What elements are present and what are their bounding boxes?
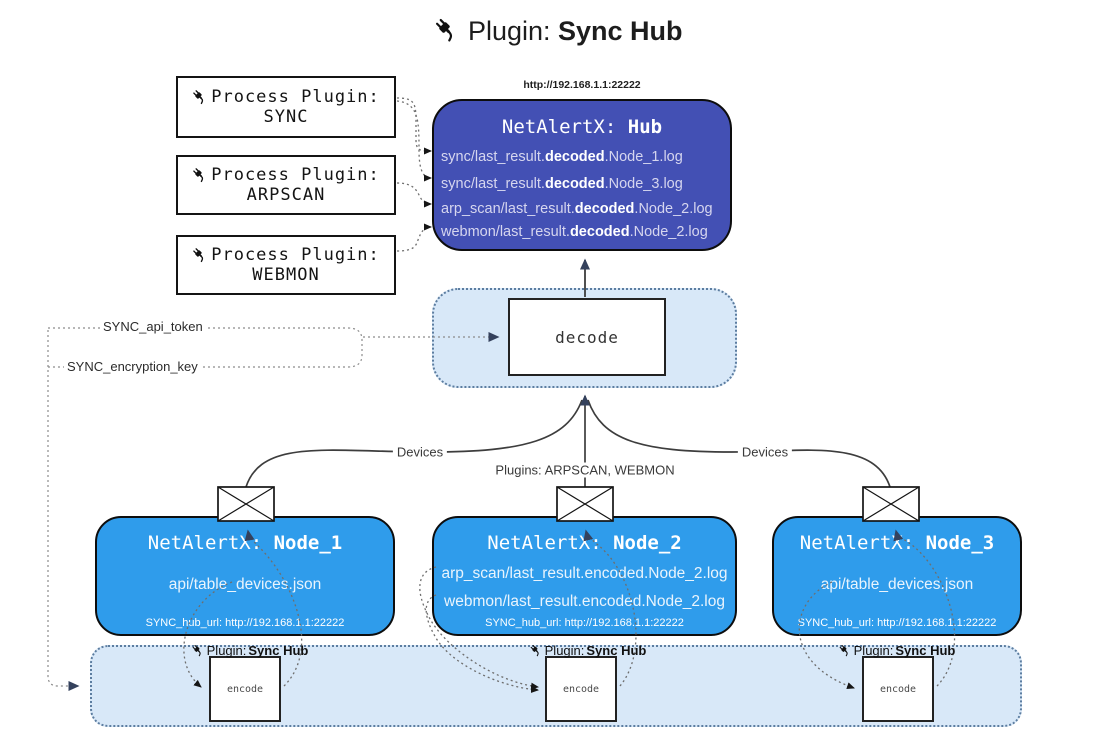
node-title: NetAlertX: Node_3 xyxy=(774,528,1020,560)
plug-icon xyxy=(434,17,460,43)
node-title-bold: Node_1 xyxy=(273,532,343,554)
process-plugin-webmon: Process Plugin: WEBMON xyxy=(176,235,396,295)
plug-icon xyxy=(192,644,205,657)
plug-icon xyxy=(192,247,208,263)
file-bold: decoded xyxy=(544,176,605,192)
node-title-prefix: NetAlertX: xyxy=(487,532,614,554)
process-plugin-name: WEBMON xyxy=(252,265,320,285)
encode-label-bold: Sync Hub xyxy=(586,643,647,658)
plug-icon xyxy=(192,167,208,183)
node-title-bold: Node_3 xyxy=(925,532,995,554)
hub-title-bold: Hub xyxy=(627,116,663,138)
sync-encryption-key-label: SYNC_encryption_key xyxy=(64,359,201,374)
file-prefix: webmon/last_result. xyxy=(441,223,570,240)
encode-plugin-label: Plugin: Sync Hub xyxy=(839,643,956,658)
page-title-bold: Sync Hub xyxy=(558,16,683,46)
file-bold: decoded xyxy=(574,201,635,217)
plug-icon xyxy=(192,89,208,105)
file-bold: decoded xyxy=(569,223,630,240)
node-file: webmon/last_result.encoded.Node_2.log xyxy=(444,593,725,610)
encode-label-bold: Sync Hub xyxy=(248,643,309,658)
sync-api-token-label: SYNC_api_token xyxy=(100,319,206,334)
node-title: NetAlertX: Node_2 xyxy=(434,528,735,560)
process-plugin-sync: Process Plugin: SYNC xyxy=(176,76,396,138)
node-hub-url: SYNC_hub_url: http://192.168.1.1:22222 xyxy=(145,617,345,629)
node-hub-url: SYNC_hub_url: http://192.168.1.1:22222 xyxy=(797,617,997,629)
process-plugin-label: Process Plugin: xyxy=(211,87,380,107)
encode-box-3: encode xyxy=(862,656,934,722)
decode-box: decode xyxy=(508,298,666,376)
plug-icon xyxy=(839,644,852,657)
hub-file: sync/last_result.decoded.Node_3.log xyxy=(434,171,730,198)
edge-sync-to-node3-log xyxy=(396,100,432,182)
node-title-prefix: NetAlertX: xyxy=(147,532,274,554)
node-2-box: NetAlertX: Node_2 arp_scan/last_result.e… xyxy=(432,516,737,636)
encode-label-prefix: Plugin: xyxy=(206,643,247,658)
hub-title: NetAlertX: Hub xyxy=(434,112,730,144)
encode-label-prefix: Plugin: xyxy=(853,643,894,658)
plugins-label-center: Plugins: ARPSCAN, WEBMON xyxy=(491,462,679,478)
node-title-bold: Node_2 xyxy=(613,532,682,554)
encode-label-prefix: Plugin: xyxy=(544,643,585,658)
process-plugin-arpscan: Process Plugin: ARPSCAN xyxy=(176,155,396,215)
process-plugin-name: SYNC xyxy=(263,107,309,127)
node-hub-url: SYNC_hub_url: http://192.168.1.1:22222 xyxy=(485,617,684,629)
encode-plugin-label: Plugin: Sync Hub xyxy=(192,643,309,658)
process-plugin-label: Process Plugin: xyxy=(211,245,380,265)
node-file: api/table_devices.json xyxy=(820,576,974,593)
node-file: api/table_devices.json xyxy=(168,576,322,593)
edge-arpscan-to-log xyxy=(396,182,432,208)
hub-file: webmon/last_result.decoded.Node_2.log xyxy=(434,221,730,244)
file-suffix: .Node_3.log xyxy=(604,176,683,192)
hub-box: NetAlertX: Hub sync/last_result.decoded.… xyxy=(432,99,732,251)
encode-box-2: encode xyxy=(545,656,617,722)
node-1-box: NetAlertX: Node_1 api/table_devices.json… xyxy=(95,516,395,636)
edge-sync-to-node1-log xyxy=(396,97,432,155)
plug-icon xyxy=(530,644,543,657)
process-plugin-label: Process Plugin: xyxy=(211,165,380,185)
node-file: arp_scan/last_result.encoded.Node_2.log xyxy=(441,565,728,582)
page-title-prefix: Plugin: xyxy=(467,16,559,46)
file-suffix: .Node_2.log xyxy=(634,201,713,217)
devices-label-left: Devices xyxy=(392,444,448,460)
file-suffix: .Node_2.log xyxy=(629,223,708,240)
node-3-box: NetAlertX: Node_3 api/table_devices.json… xyxy=(772,516,1022,636)
node-title-prefix: NetAlertX: xyxy=(799,532,926,554)
file-suffix: .Node_1.log xyxy=(604,149,683,165)
file-prefix: sync/last_result. xyxy=(441,176,545,192)
process-plugin-name: ARPSCAN xyxy=(246,185,326,205)
encode-plugin-label: Plugin: Sync Hub xyxy=(530,643,647,658)
file-bold: decoded xyxy=(544,149,605,165)
page-title: Plugin: Sync Hub xyxy=(0,16,1117,47)
encode-box-1: encode xyxy=(209,656,281,722)
hub-file: sync/last_result.decoded.Node_1.log xyxy=(434,144,730,171)
devices-label-right: Devices xyxy=(737,444,793,460)
hub-file: arp_scan/last_result.decoded.Node_2.log xyxy=(434,198,730,221)
hub-title-prefix: NetAlertX: xyxy=(501,116,628,138)
encode-label-bold: Sync Hub xyxy=(895,643,956,658)
hub-url: http://192.168.1.1:22222 xyxy=(523,79,641,91)
edge-webmon-to-log xyxy=(396,223,432,252)
file-prefix: arp_scan/last_result. xyxy=(441,201,575,217)
node-title: NetAlertX: Node_1 xyxy=(97,528,393,560)
edge-key-to-encoders xyxy=(47,330,80,691)
file-prefix: sync/last_result. xyxy=(441,149,545,165)
